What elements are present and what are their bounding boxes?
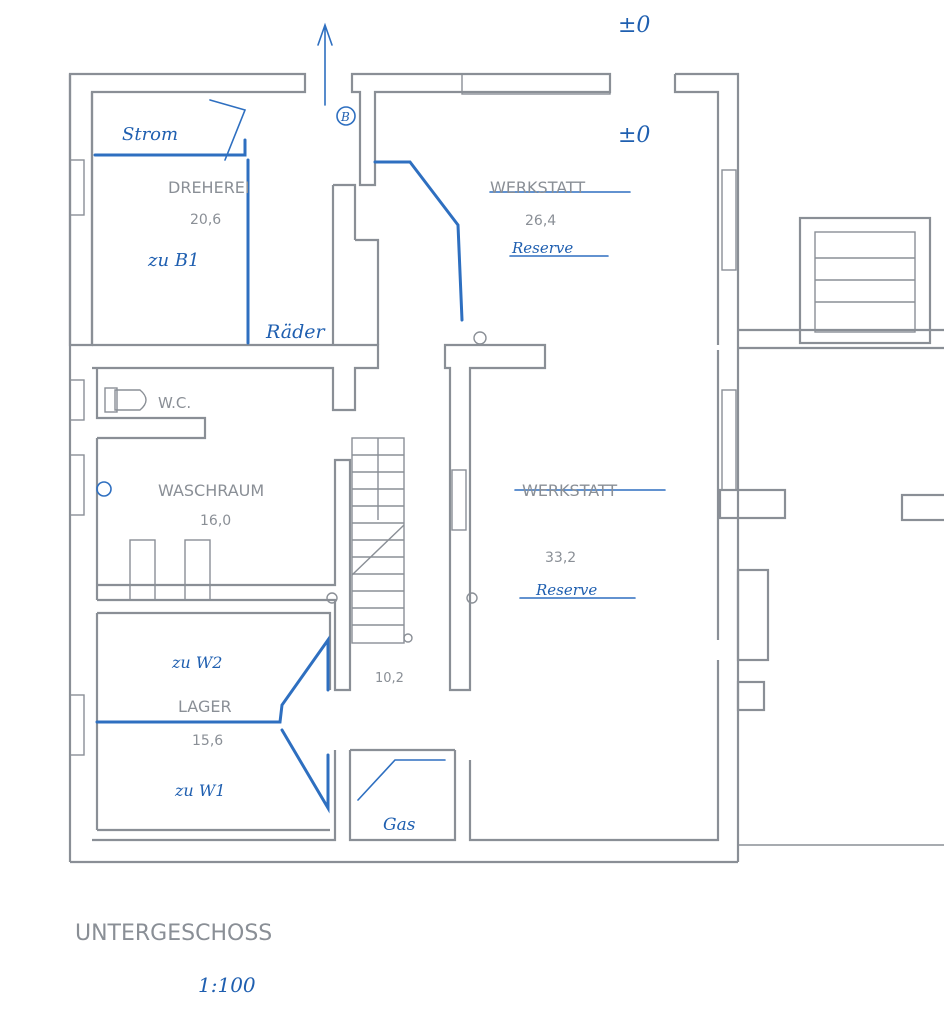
note-werkstatt-top: Reserve xyxy=(511,239,573,257)
drawing-title: UNTERGESCHOSS xyxy=(75,921,272,946)
room-name-werkstatt-bottom: WERKSTATT xyxy=(522,481,617,500)
stair-area: 10,2 xyxy=(375,671,404,686)
svg-text:B: B xyxy=(340,110,350,124)
staircase xyxy=(351,437,413,644)
note-lager-top: zu W2 xyxy=(171,653,222,672)
note-gas: Gas xyxy=(383,815,416,835)
b-symbol: B xyxy=(96,106,356,497)
inner-walls xyxy=(92,183,547,832)
room-area-lager: 15,6 xyxy=(192,733,223,749)
room-name-wc: W.C. xyxy=(158,394,191,412)
room-name-dreherei: DREHEREI xyxy=(168,178,250,197)
room-name-werkstatt-top: WERKSTATT xyxy=(490,178,585,197)
note-raeder: Räder xyxy=(265,321,326,343)
room-name-waschraum: WASCHRAUM xyxy=(158,481,264,500)
fixtures xyxy=(104,331,487,604)
room-area-werkstatt-top: 26,4 xyxy=(525,213,556,229)
note-dreherei: zu B1 xyxy=(147,250,199,271)
room-area-waschraum: 16,0 xyxy=(200,513,231,529)
level-mark-werkstatt: ±0 xyxy=(618,123,650,148)
note-strom: Strom xyxy=(122,124,178,145)
scale-label: 1:100 xyxy=(198,973,256,997)
handdrawn-lines xyxy=(93,22,666,814)
level-mark-top: ±0 xyxy=(618,13,650,38)
note-werkstatt-bottom: Reserve xyxy=(535,581,597,599)
room-area-werkstatt-bottom: 33,2 xyxy=(545,550,576,566)
room-area-dreherei: 20,6 xyxy=(190,212,221,228)
note-lager-bottom: zu W1 xyxy=(174,781,225,800)
right-exterior xyxy=(718,216,944,846)
room-name-lager: LAGER xyxy=(178,697,232,716)
